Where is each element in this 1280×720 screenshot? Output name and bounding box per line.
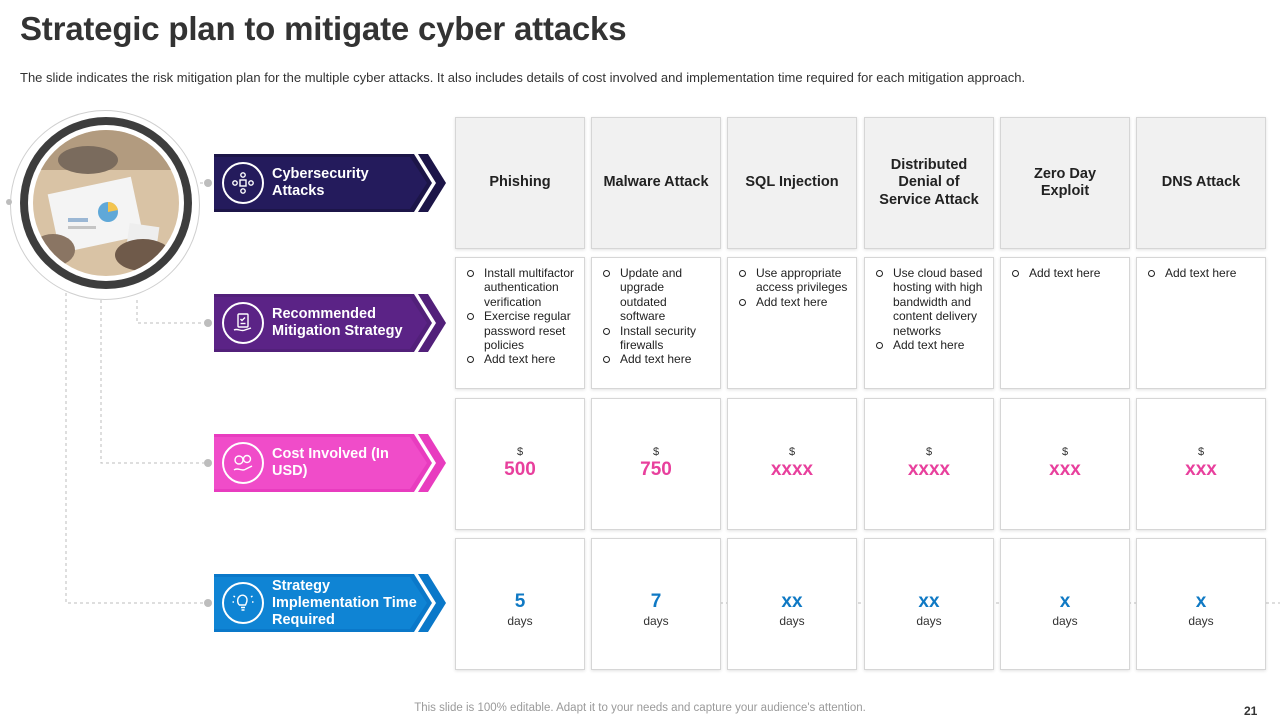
slide-subtitle: The slide indicates the risk mitigation … [20,70,1026,85]
cost-cell-malware: $ 750 [591,398,721,530]
time-value: xx [918,590,940,612]
lightbulb-gear-icon [222,582,264,624]
strategy-item: Add text here [603,352,714,366]
strategy-item: Add text here [467,352,578,366]
money-hand-icon [222,442,264,484]
time-value: x [1059,590,1071,612]
row-label-arrow [214,154,446,212]
clipboard-hand-icon [222,302,264,344]
meeting-photo [33,130,179,276]
cost-value: 500 [504,458,536,480]
time-cell-dns: x days [1136,538,1266,670]
row-label-arrow [214,434,446,492]
row-label-text: Cybersecurity Attacks [272,166,369,199]
row-label-cost-involved: Cost Involved (In USD) [214,434,446,492]
row-label-text: Strategy Implementation Time Required [272,577,417,628]
strategy-cell-sql-injection: Use appropriate access privileges Add te… [727,257,857,389]
row-label-text: Cost Involved (In USD) [272,446,389,479]
strategy-item: Use appropriate access privileges [739,266,850,295]
strategy-item: Exercise regular password reset policies [467,309,578,352]
time-value: xx [781,590,803,612]
page-number: 21 [1244,704,1258,718]
cost-cell-zero-day: $ xxx [1000,398,1130,530]
row-label-implementation-time: Strategy Implementation Time Required [214,574,446,632]
strategy-item: Add text here [1012,266,1123,280]
cost-value: 750 [640,458,672,480]
strategy-item: Add text here [876,338,987,352]
strategy-cell-zero-day: Add text here [1000,257,1130,389]
strategy-cell-ddos: Use cloud based hosting with high bandwi… [864,257,994,389]
cost-cell-dns: $ xxx [1136,398,1266,530]
time-unit: days [643,613,669,628]
header-cell-zero-day: Zero Day Exploit [1000,117,1130,249]
time-value: 7 [650,590,662,612]
header-cell-phishing: Phishing [455,117,585,249]
time-cell-ddos: xx days [864,538,994,670]
time-unit: days [779,613,805,628]
time-unit: days [1188,613,1214,628]
cost-currency: $ [1197,445,1205,458]
header-cell-dns: DNS Attack [1136,117,1266,249]
cost-cell-ddos: $ xxxx [864,398,994,530]
time-cell-phishing: 5 days [455,538,585,670]
strategy-item: Install security firewalls [603,324,714,353]
time-value: x [1195,590,1207,612]
row-label-cybersecurity-attacks: Cybersecurity Attacks [214,154,446,212]
row-label-text: Recommended Mitigation Strategy [272,306,403,339]
time-value: 5 [514,590,526,612]
strategy-item: Use cloud based hosting with high bandwi… [876,266,987,338]
strategy-cell-dns: Add text here [1136,257,1266,389]
row-label-arrow [214,574,446,632]
connector-dot [204,459,212,467]
cost-currency: $ [516,445,524,458]
strategy-item: Add text here [1148,266,1259,280]
cost-cell-phishing: $ 500 [455,398,585,530]
time-cell-malware: 7 days [591,538,721,670]
time-cell-zero-day: x days [1000,538,1130,670]
cost-value: xxx [1049,458,1081,480]
strategy-item: Add text here [739,295,850,309]
header-cell-malware: Malware Attack [591,117,721,249]
header-cell-ddos: Distributed Denial of Service Attack [864,117,994,249]
footer-note: This slide is 100% editable. Adapt it to… [414,702,866,714]
strategy-cell-phishing: Install multifactor authentication verif… [455,257,585,389]
connector-dot [204,319,212,327]
connector-dot [204,599,212,607]
cost-currency: $ [925,445,933,458]
time-unit: days [507,613,533,628]
strategy-item: Install multifactor authentication verif… [467,266,578,309]
strategy-cell-malware: Update and upgrade outdated software Ins… [591,257,721,389]
cost-value: xxxx [770,458,814,480]
photo-outer-ring [10,110,200,300]
cost-currency: $ [1061,445,1069,458]
cost-currency: $ [788,445,796,458]
connector-dot [204,179,212,187]
time-cell-sql-injection: xx days [727,538,857,670]
time-unit: days [1052,613,1078,628]
network-people-icon [222,162,264,204]
cost-cell-sql-injection: $ xxxx [727,398,857,530]
time-unit: days [916,613,942,628]
cost-value: xxx [1185,458,1217,480]
header-cell-sql-injection: SQL Injection [727,117,857,249]
strategy-item: Update and upgrade outdated software [603,266,714,324]
cost-value: xxxx [907,458,951,480]
cost-currency: $ [652,445,660,458]
slide-title: Strategic plan to mitigate cyber attacks [20,10,627,47]
connector-dot [6,199,12,205]
row-label-mitigation-strategy: Recommended Mitigation Strategy [214,294,446,352]
row-label-arrow [214,294,446,352]
